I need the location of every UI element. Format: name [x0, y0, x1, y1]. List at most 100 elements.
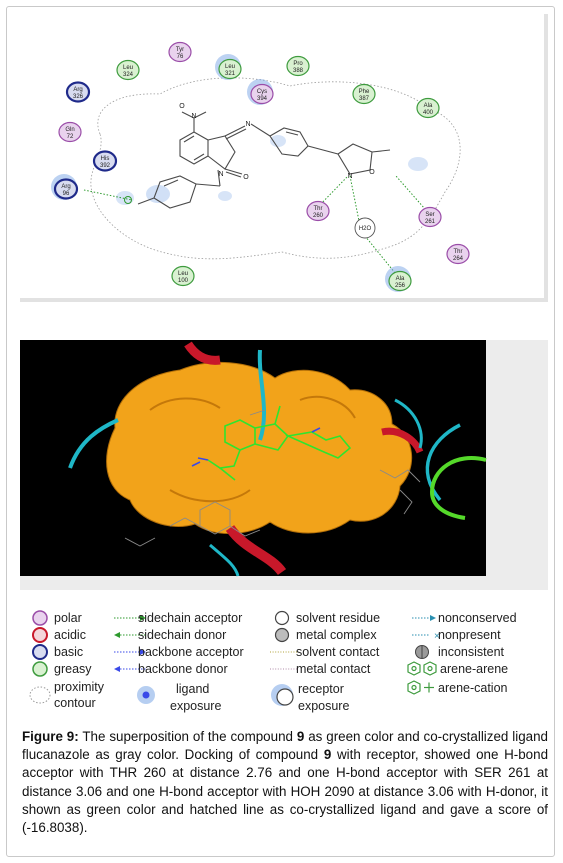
solvent-residue-icon — [274, 610, 290, 626]
residue-name: Ala — [396, 276, 405, 282]
fluconazole-lines — [124, 409, 421, 547]
legend-label-exposure: exposure — [170, 699, 222, 713]
residue-number: 256 — [395, 283, 406, 289]
residue-name: Leu — [225, 64, 235, 70]
residue-number: 264 — [453, 256, 464, 262]
legend-label-receptor-exposure: exposure — [298, 699, 350, 713]
residue-number: 394 — [257, 96, 268, 102]
residue-name: Thr — [454, 249, 463, 255]
residue-name: Tyr — [176, 47, 184, 53]
residue-number: 388 — [293, 68, 304, 74]
caption-text: as green color and co-crystallized ligan… — [22, 729, 548, 763]
hbond-lines — [83, 175, 433, 280]
coil-ribbon — [394, 398, 423, 449]
water-label: H2O — [359, 226, 372, 232]
helix-ribbon — [225, 524, 287, 576]
coil-ribbon — [257, 349, 267, 441]
residue-number: 400 — [423, 110, 434, 116]
residue-name: Leu — [123, 65, 133, 71]
residue-name: Leu — [178, 271, 188, 277]
residue-name: Pro — [293, 61, 303, 67]
residue-name: Thr — [314, 206, 323, 212]
receptor-surface — [106, 362, 413, 534]
residue-disc — [65, 81, 91, 103]
legend-label-backbone-acceptor: backbone acceptor — [138, 645, 244, 659]
greasy-icon — [32, 661, 48, 677]
docking-render — [20, 340, 487, 577]
atom-label: N — [218, 171, 223, 178]
residue-number: 261 — [425, 219, 436, 225]
residue-disc — [116, 59, 140, 81]
legend: × polar acidic basic greasy proximity co… — [20, 600, 550, 720]
compound-9-sticks — [207, 405, 352, 481]
compound-9-heteroatoms — [191, 427, 321, 467]
legend-label-nonpresent: nonpresent — [438, 628, 501, 642]
receptor-exposure-icon — [276, 688, 294, 706]
residue-number: 96 — [63, 191, 70, 197]
residue-number: 260 — [313, 213, 324, 219]
inconsistent-icon — [415, 645, 429, 659]
caption-label: Figure 9: — [22, 729, 79, 744]
legend-label-metal-contact: metal contact — [296, 662, 371, 676]
atom-label: O — [369, 169, 375, 176]
residue-disc — [418, 206, 442, 228]
residue-name: Ser — [425, 212, 434, 218]
legend-label-backbone-donor: backbone donor — [138, 662, 228, 676]
ligand-exposure-icon-core — [142, 691, 150, 699]
coil-ribbon — [68, 418, 119, 469]
surface-shade — [149, 397, 221, 411]
residue-disc — [388, 270, 412, 292]
residue-disc — [286, 55, 310, 77]
legend-label-receptor: receptor — [298, 682, 344, 696]
surface-shade — [169, 489, 251, 503]
docking-render-panel — [20, 340, 548, 590]
halogen-marker — [124, 196, 132, 204]
basic-icon — [32, 644, 48, 660]
residue-disc — [250, 83, 274, 105]
legend-label-arene-arene: arene-arene — [440, 662, 509, 676]
surface-shade — [299, 395, 356, 419]
legend-label-contour: contour — [54, 696, 96, 710]
proximity-contour — [90, 77, 461, 260]
residue-disc — [446, 243, 470, 265]
interaction-map: O N N N O N O Tyr76Leu324Leu321Pro388Arg… — [51, 41, 470, 292]
residue-disc — [53, 178, 79, 200]
backbone-acceptor-icon — [114, 649, 146, 655]
arene-cation-icon — [407, 680, 434, 695]
atom-label: O — [243, 174, 249, 181]
residue-name: Phe — [359, 89, 370, 95]
compound-number: 9 — [323, 747, 332, 763]
acidic-icon — [32, 627, 48, 643]
backbone-donor-icon — [114, 666, 146, 672]
legend-label-proximity: proximity — [54, 680, 105, 694]
ligand-exposure-blob — [408, 157, 428, 171]
legend-label-ligand: ligand — [176, 682, 210, 696]
coil-ribbon — [209, 543, 240, 577]
legend-label-polar: polar — [54, 611, 82, 625]
residue-number: 392 — [100, 163, 111, 169]
sidechain-donor-icon — [114, 632, 146, 638]
residue-disc — [168, 41, 192, 63]
residue-disc — [58, 121, 82, 143]
compound-number: 9 — [296, 729, 305, 744]
residue-group: Tyr76Leu324Leu321Pro388Arg326Cys394Phe38… — [51, 41, 470, 292]
residue-disc — [171, 265, 195, 287]
residue-number: 76 — [177, 54, 184, 60]
ligand-structure — [137, 111, 391, 209]
ligand-exposure-blob — [218, 191, 232, 201]
residue-disc — [416, 97, 440, 119]
legend-label-arene-cation: arene-cation — [438, 681, 508, 695]
residue-name: Cys — [257, 89, 267, 95]
green-coil-ribbon — [429, 456, 487, 520]
arene-arene-icon — [407, 661, 437, 676]
residue-name: Gln — [65, 127, 74, 133]
